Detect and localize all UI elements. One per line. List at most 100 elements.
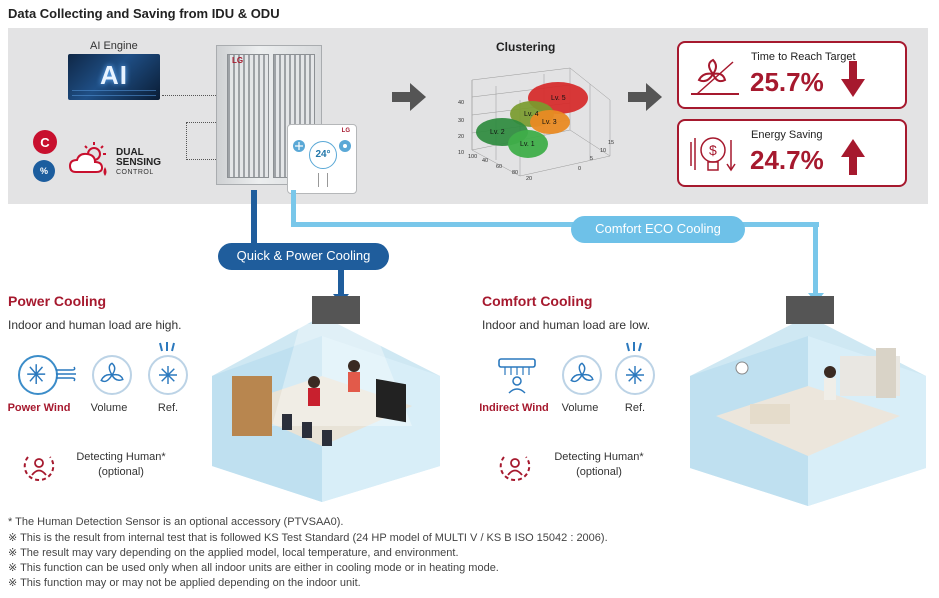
- cluster-label-lv2: Lv. 2: [490, 129, 505, 136]
- ref-label: Ref.: [157, 402, 179, 414]
- kpi-value: 25.7%: [750, 67, 824, 97]
- ai-connector-line: [162, 74, 220, 96]
- axis-tick: 15: [608, 140, 614, 146]
- comfort-flow-line: [813, 222, 818, 294]
- human-detection-icon: [499, 456, 531, 482]
- refrigerant-snow-icon: [615, 355, 655, 395]
- chip-circuit-lines: [72, 90, 156, 96]
- comfort-cooling-title: Comfort Cooling: [482, 293, 593, 309]
- ai-chip-image: AI: [68, 54, 160, 100]
- indirect-wind-label: Indirect Wind: [479, 402, 549, 414]
- fan-speed-icon: [691, 58, 739, 95]
- kpi-label: Time to Reach Target: [751, 51, 856, 63]
- quick-flow-line: [338, 268, 344, 296]
- axis-tick: 40: [482, 158, 488, 164]
- arrow-down-icon: [841, 61, 865, 97]
- remote-controller-image: LG 24°: [287, 124, 357, 194]
- detecting-human-line2: (optional): [576, 466, 622, 478]
- cluster-label-lv5: Lv. 5: [551, 95, 566, 102]
- odu-grille-left: [227, 54, 269, 178]
- cluster-label-lv3: Lv. 3: [542, 119, 557, 126]
- flow-arrow-shaft: [392, 92, 412, 102]
- indirect-wind-icon: [498, 358, 536, 394]
- footnote: ※ This function may or may not be applie…: [8, 577, 361, 589]
- power-wind-label: Power Wind: [7, 402, 71, 414]
- footnote: ※ This is the result from internal test …: [8, 532, 608, 544]
- dual-sensing-line2: SENSING: [116, 157, 162, 168]
- remote-brand-logo: LG: [341, 128, 350, 134]
- axis-tick: 10: [600, 148, 606, 154]
- detecting-human-line2: (optional): [98, 466, 144, 478]
- cluster-lv3: [530, 110, 570, 134]
- kpi-energy-saving: $ Energy Saving 24.7%: [677, 119, 907, 187]
- detecting-human-label: Detecting Human* (optional): [544, 450, 654, 480]
- human-detection-icon: [23, 456, 55, 482]
- axis-tick: 5: [590, 156, 593, 162]
- signal-marks-icon: [626, 342, 642, 352]
- axis-tick: 100: [468, 154, 477, 160]
- arrow-up-icon: [841, 139, 865, 175]
- volume-label: Volume: [561, 402, 599, 414]
- dual-sensing-line1: DUAL: [116, 147, 144, 158]
- ai-engine-label: AI Engine: [90, 40, 138, 52]
- dual-sensing-label: DUAL SENSING: [116, 148, 161, 168]
- volume-fan-icon: [562, 355, 602, 395]
- power-cooling-room-illustration: [212, 296, 440, 502]
- remote-temperature: 24°: [309, 141, 337, 169]
- cluster-label-lv1: Lv. 1: [520, 141, 535, 148]
- clustering-title: Clustering: [496, 40, 556, 54]
- cluster-lv1: [508, 130, 548, 158]
- cluster-label-lv4: Lv. 4: [524, 111, 539, 118]
- cloud-sun-icon: [68, 142, 107, 176]
- odu-brand-logo: LG: [232, 56, 244, 65]
- power-cooling-title: Power Cooling: [8, 293, 106, 309]
- sensor-connector-line: [186, 122, 226, 160]
- celsius-badge-icon: C: [33, 130, 57, 154]
- axis-tick: 20: [526, 176, 532, 182]
- signal-marks-icon: [159, 342, 175, 352]
- volume-fan-icon: [92, 355, 132, 395]
- snow-icon: [293, 140, 305, 152]
- comfort-cooling-subtitle: Indoor and human load are low.: [482, 318, 651, 332]
- outdoor-unit-image: [216, 45, 322, 185]
- footnote: ※ This function can be used only when al…: [8, 562, 499, 574]
- axis-tick: 60: [496, 164, 502, 170]
- clustering-3d-plot: Lv. 5 Lv. 4 Lv. 3 Lv. 2 Lv. 1 40 30 20 1…: [458, 67, 614, 182]
- detecting-human-line1: Detecting Human*: [554, 451, 644, 463]
- footnote: ※ The result may vary depending on the a…: [8, 547, 459, 559]
- ai-chip-text: AI: [100, 60, 128, 90]
- wind-lines-icon: [56, 366, 76, 382]
- footnote: * The Human Detection Sensor is an optio…: [8, 516, 344, 528]
- flow-arrow-right-icon: [646, 83, 662, 111]
- power-cooling-subtitle: Indoor and human load are high.: [8, 318, 182, 332]
- axis-tick: 0: [578, 166, 581, 172]
- axis-tick: 40: [458, 100, 464, 106]
- detecting-human-line1: Detecting Human*: [76, 451, 166, 463]
- axis-tick: 80: [512, 170, 518, 176]
- kpi-label: Energy Saving: [751, 129, 823, 141]
- volume-label: Volume: [90, 402, 128, 414]
- flow-arrow-shaft: [628, 92, 648, 102]
- comfort-flow-line: [291, 222, 819, 227]
- ref-label: Ref.: [624, 402, 646, 414]
- page-title: Data Collecting and Saving from IDU & OD…: [8, 6, 280, 21]
- quick-flow-line: [251, 190, 257, 248]
- svg-text:$: $: [709, 142, 717, 158]
- refrigerant-snow-icon: [148, 355, 188, 395]
- comfort-eco-cooling-tag: Comfort ECO Cooling: [571, 216, 745, 243]
- fan-icon: [339, 140, 351, 152]
- axis-tick: 30: [458, 118, 464, 124]
- dual-sensing-sub: CONTROL: [116, 169, 154, 176]
- axis-tick: 10: [458, 150, 464, 156]
- energy-bulb-icon: $: [690, 137, 736, 172]
- axis-tick: 20: [458, 134, 464, 140]
- kpi-value: 24.7%: [750, 145, 824, 175]
- comfort-cooling-room-illustration: [690, 296, 926, 506]
- detecting-human-label: Detecting Human* (optional): [66, 450, 176, 480]
- flow-arrow-right-icon: [410, 83, 426, 111]
- quick-power-cooling-tag: Quick & Power Cooling: [218, 243, 389, 270]
- kpi-time-to-target: Time to Reach Target 25.7%: [677, 41, 907, 109]
- power-wind-icon: [18, 355, 58, 395]
- remote-buttons: [318, 173, 328, 187]
- humidity-badge-icon: %: [33, 160, 55, 182]
